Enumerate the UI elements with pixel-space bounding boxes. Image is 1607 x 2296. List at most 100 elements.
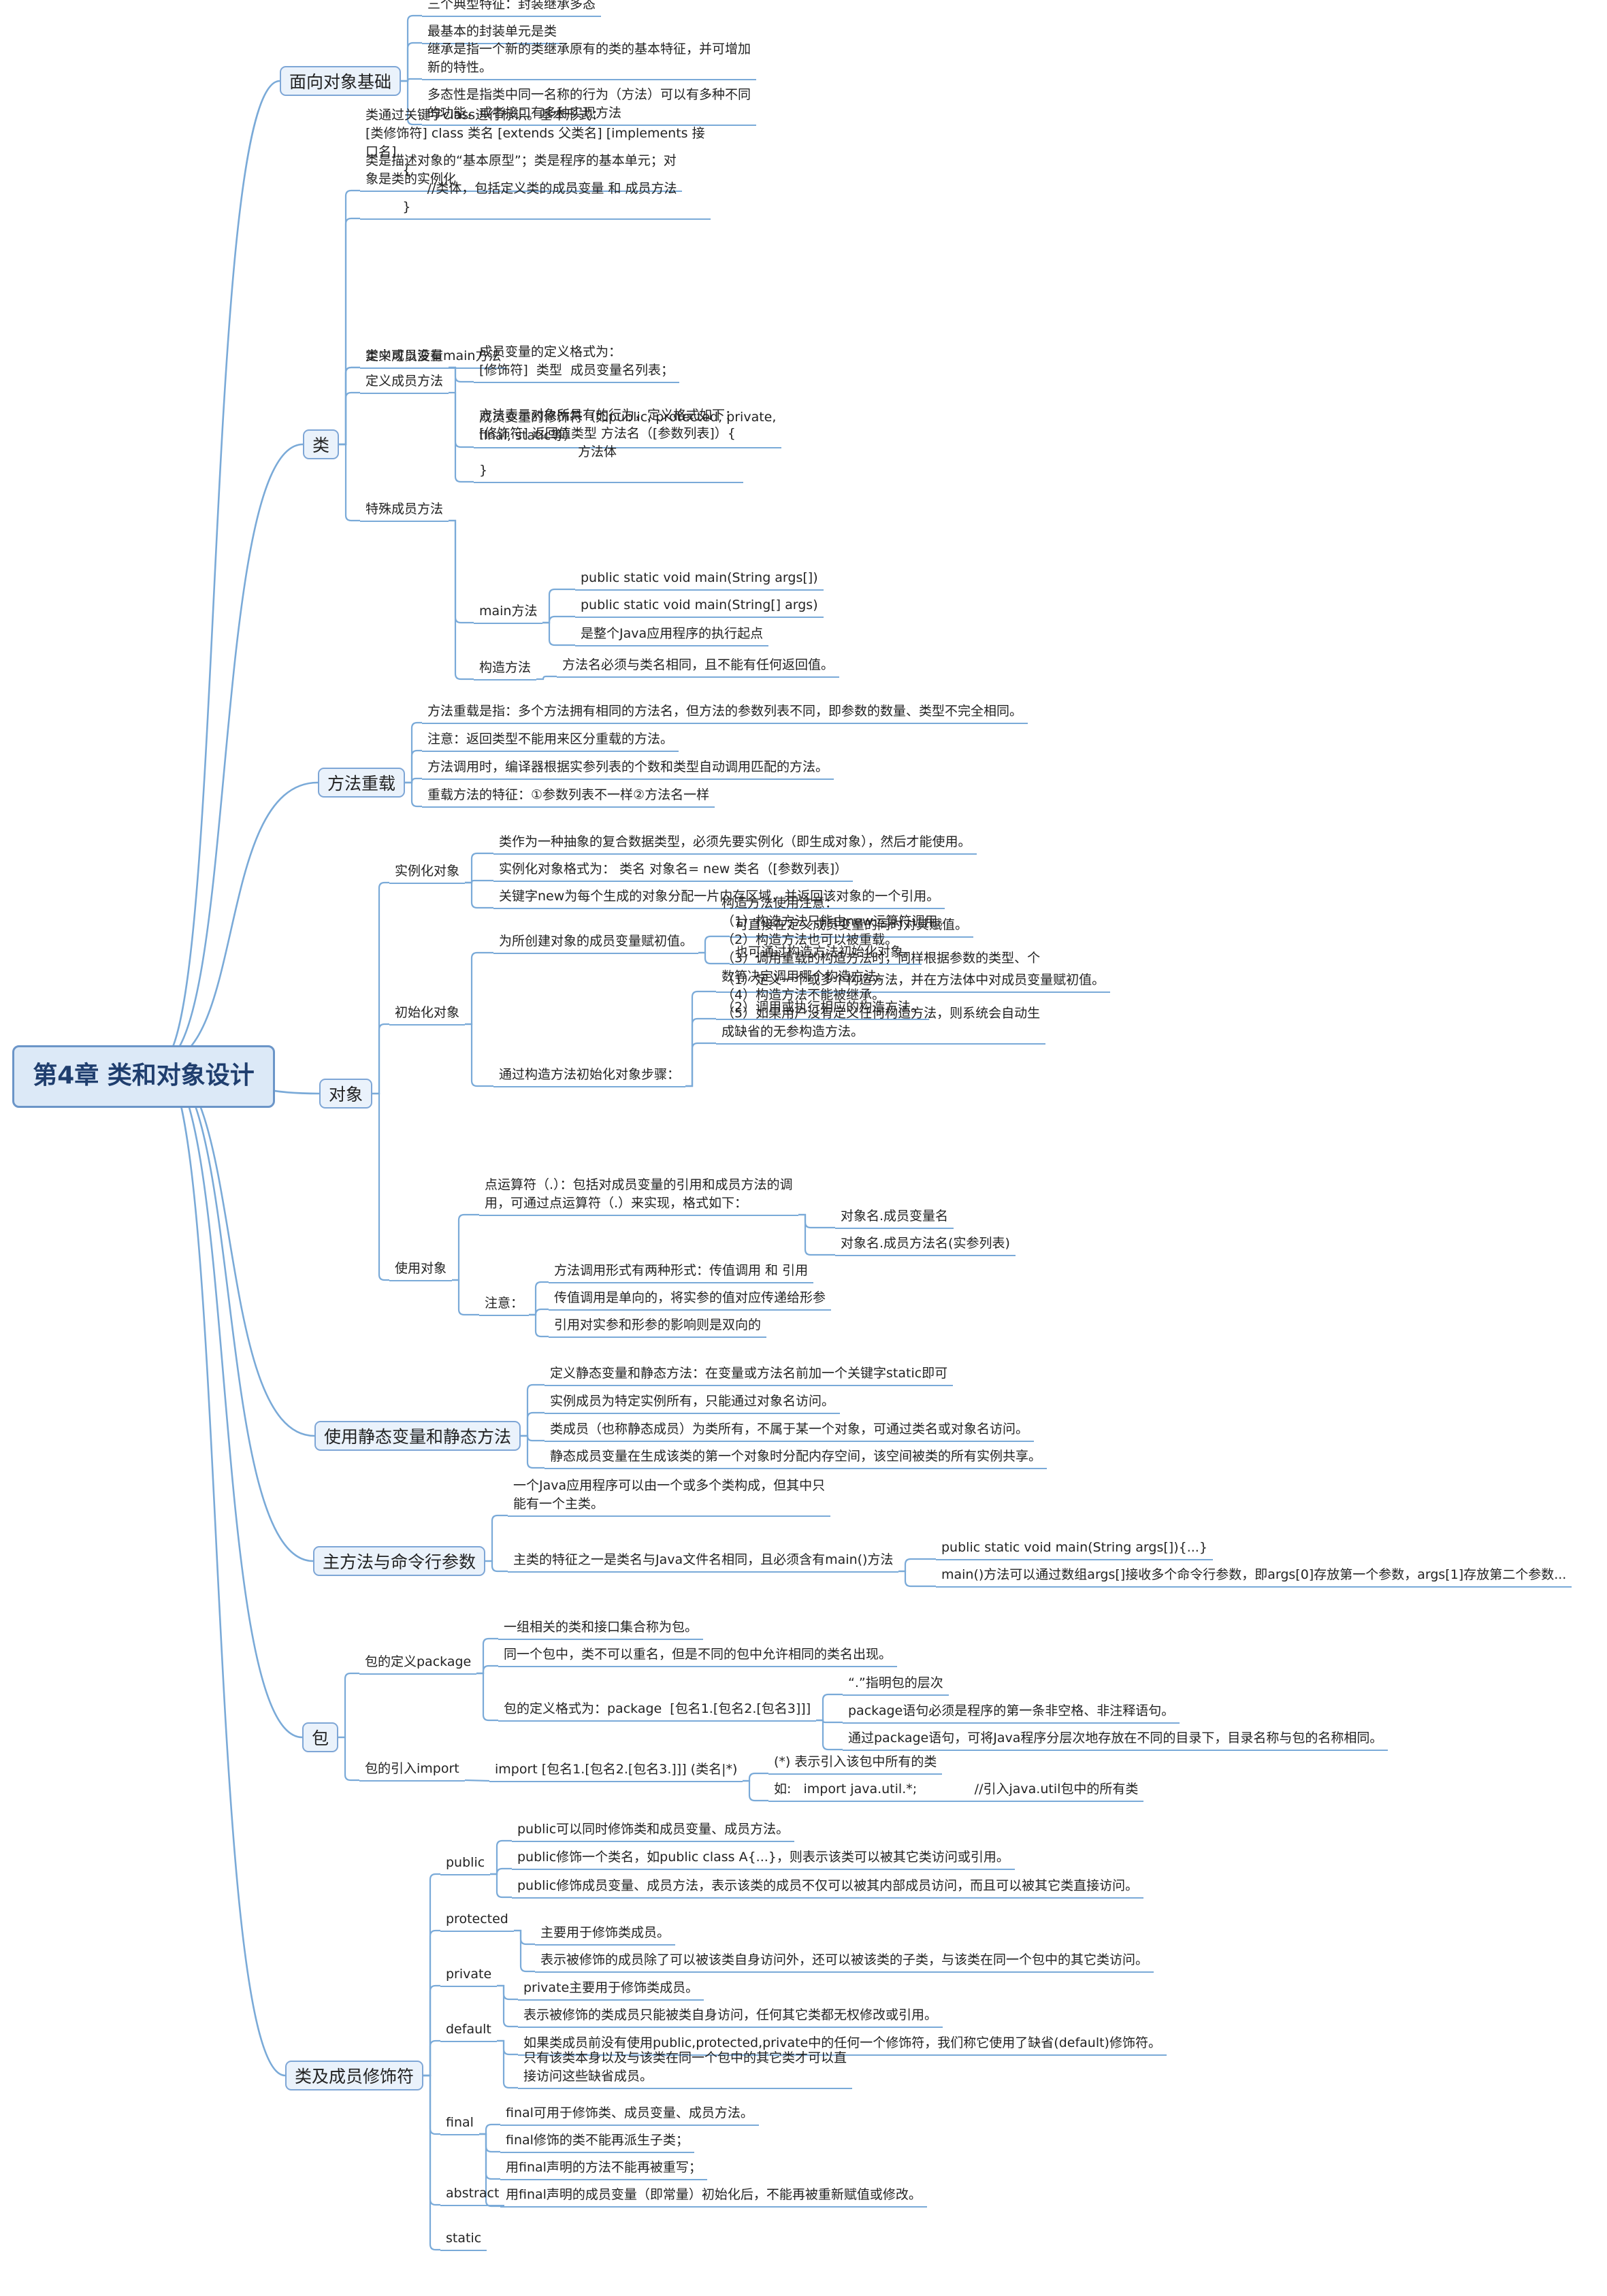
map-node[interactable]: 是整个Java应用程序的执行起点	[581, 626, 764, 641]
map-node[interactable]: 三个典型特征：封装继承多态	[427, 0, 596, 12]
map-node[interactable]: 方法名必须与类名相同，且不能有任何返回值。	[562, 657, 834, 672]
map-node[interactable]: 类成员（也称静态成员）为类所有，不属于某一个对象，可通过类名或对象名访问。	[550, 1422, 1029, 1437]
map-node[interactable]: 方法表示对象所具有的行为，定义格式如下： [修饰符] 返回值类型 方法名（[参数…	[479, 408, 738, 478]
node-underline	[835, 1228, 954, 1229]
map-node[interactable]: 方法重载是指：多个方法拥有相同的方法名，但方法的参数列表不同，即参数的数量、类型…	[427, 704, 1023, 719]
map-node[interactable]: public static void main(String[] args)	[581, 597, 818, 612]
map-node[interactable]: 一组相关的类和接口集合称为包。	[504, 1620, 698, 1635]
map-node[interactable]: 也可通过构造方法初始化对象。	[735, 945, 917, 960]
map-node[interactable]: public static void main(String args[]){.…	[941, 1540, 1207, 1555]
map-node[interactable]: 实例成员为特定实例所有，只能通过对象名访问。	[550, 1394, 835, 1409]
map-node[interactable]: 主类的特征之一是类名与Java文件名相同，且必须含有main()方法	[513, 1552, 894, 1567]
map-node[interactable]: (*) 表示引入该包中所有的类	[774, 1754, 937, 1769]
map-node[interactable]: 方法调用形式有两种形式：传值调用 和 引用	[554, 1263, 809, 1278]
map-node[interactable]: final可用于修饰类、成员变量、成员方法。	[506, 2105, 753, 2120]
branch-topic[interactable]: 面向对象基础	[280, 66, 402, 96]
map-node[interactable]: 构造方法使用注意： （1）构造方法只能由new运算符调用。 （2）构造方法也可以…	[721, 896, 1041, 1039]
map-node[interactable]: public修饰成员变量、成员方法，表示该类的成员不仅可以被其内部成员访问，而且…	[517, 1878, 1139, 1893]
map-node[interactable]: 构造方法	[479, 660, 532, 675]
map-node[interactable]: 对象名.成员方法名(实参列表)	[841, 1236, 1010, 1251]
child-connector	[464, 1779, 490, 1782]
map-node[interactable]: public修饰一个类名，如public class A{...}，则表示该类可…	[517, 1850, 1009, 1865]
map-node[interactable]: 包的引入import	[365, 1761, 459, 1776]
map-node[interactable]: protected	[446, 1912, 508, 1926]
child-connector	[816, 1719, 843, 1751]
map-node[interactable]: private主要用于修饰类成员。	[523, 1980, 699, 1995]
map-node[interactable]: 点运算符（.）：包括对成员变量的引用和成员方法的调 用，可通过点运算符（.）来实…	[485, 1177, 793, 1211]
map-node[interactable]: 为所创建对象的成员变量赋初值。	[499, 934, 694, 949]
map-node[interactable]: 传值调用是单向的，将实参的值对应传递给形参	[554, 1290, 826, 1305]
map-node[interactable]: “.”指明包的层次	[848, 1675, 943, 1690]
map-node[interactable]: 只有该类本身以及与该类在同一个包中的其它类才可以直 接访问这些缺省成员。	[523, 2050, 847, 2084]
map-node[interactable]: 可直接在定义成员变量的同时对其赋值。	[735, 917, 969, 932]
branch-topic[interactable]: 主方法与命令行参数	[313, 1546, 486, 1576]
map-node[interactable]: 通过package语句，可将Java程序分层次地存放在不同的目录下，目录名称与包…	[848, 1731, 1383, 1745]
map-node[interactable]: public	[446, 1855, 485, 1870]
map-node[interactable]: 成员变量的修饰符（如public, protected, private, fi…	[479, 410, 777, 443]
node-underline	[730, 964, 922, 965]
map-node[interactable]: 包的定义格式为：package [包名1.[包名2.[包名3]]]	[504, 1701, 811, 1716]
map-node[interactable]: 类通过关键字class进行标识。基本形式： [类修饰符] class 类名 [e…	[366, 108, 705, 214]
map-node[interactable]: 如: import java.util.*; //引入java.util包中的所…	[774, 1782, 1139, 1797]
map-node[interactable]: 注意：返回类型不能用来区分重载的方法。	[427, 732, 674, 747]
map-node[interactable]: 包的定义package	[365, 1654, 472, 1669]
map-node[interactable]: abstract	[446, 2186, 500, 2201]
map-node[interactable]: import [包名1.[包名2.[包名3.]]] (类名|*)	[495, 1762, 738, 1777]
map-node[interactable]: 关键字new为每个生成的对象分配一片内存区域，并返回该对象的一个引用。	[499, 889, 940, 904]
map-node[interactable]: 定义成员方法	[366, 374, 444, 389]
root-topic[interactable]: 第4章 类和对象设计	[12, 1045, 275, 1108]
map-node[interactable]: 多态性是指类中同一名称的行为（方法）可以有多种不同 的功能，或者接口有多种实现方…	[427, 87, 751, 120]
map-node[interactable]: 定义静态变量和静态方法：在变量或方法名前加一个关键字static即可	[550, 1366, 948, 1381]
map-node[interactable]: 方法调用时，编译器根据实参列表的个数和类型自动调用匹配的方法。	[427, 759, 829, 774]
map-node[interactable]: 用final声明的成员变量（即常量）初始化后，不能再被重新赋值或修改。	[506, 2187, 922, 2202]
node-underline	[440, 1874, 490, 1875]
map-node[interactable]: 特殊成员方法	[366, 502, 444, 516]
map-node[interactable]: 使用对象	[395, 1261, 447, 1276]
map-node[interactable]: 实例化对象	[395, 864, 460, 879]
child-connector	[405, 721, 422, 784]
map-node[interactable]: 同一个包中，类不可以重名，但是不同的包中允许相同的类名出现。	[504, 1647, 892, 1662]
branch-topic[interactable]: 对象	[319, 1079, 373, 1109]
map-node[interactable]: public static void main(String args[])	[581, 570, 818, 585]
node-underline	[936, 1559, 1213, 1560]
map-node[interactable]: 最基本的封装单元是类	[427, 24, 557, 39]
map-node[interactable]: 注意：	[485, 1296, 524, 1311]
map-node[interactable]: default	[446, 2022, 491, 2037]
map-node[interactable]: 表示被修饰的类成员只能被类自身访问，任何其它类都无权修改或引用。	[523, 2007, 938, 2022]
map-node[interactable]: 通过构造方法初始化对象步骤：	[499, 1067, 681, 1082]
map-node[interactable]: 主要用于修饰类成员。	[540, 1925, 670, 1940]
branch-topic[interactable]: 方法重载	[318, 768, 406, 798]
map-node[interactable]: 继承是指一个新的类继承原有的类的基本特征，并可增加 新的特性。	[427, 42, 751, 75]
map-node[interactable]: 实例化对象格式为： 类名 对象名= new 类名（[参数列表]）	[499, 862, 848, 876]
map-node[interactable]: 引用对实参和形参的影响则是双向的	[554, 1317, 762, 1332]
node-underline	[843, 1750, 1388, 1751]
map-node[interactable]: 类中可以没有main方法	[366, 348, 502, 363]
map-node[interactable]: package语句必须是程序的第一条非空格、非注释语句。	[848, 1703, 1175, 1718]
map-node[interactable]: main()方法可以通过数组args[]接收多个命令行参数，即args[0]存放…	[941, 1567, 1567, 1582]
map-node[interactable]: public可以同时修饰类和成员变量、成员方法。	[517, 1822, 790, 1837]
map-node[interactable]: private	[446, 1967, 492, 1982]
branch-topic[interactable]: 类	[303, 429, 340, 459]
map-node[interactable]: （2）调用或执行相应的构造方法。	[721, 1000, 924, 1015]
map-node[interactable]: final	[446, 2115, 474, 2130]
map-node[interactable]: 类是描述对象的“基本原型”；类是程序的基本单元；对 象是类的实例化	[366, 153, 677, 186]
node-underline	[545, 1413, 840, 1414]
map-node[interactable]: 用final声明的方法不能再被重写；	[506, 2160, 702, 2175]
map-node[interactable]: （1）定义一个或多个构造方法，并在方法体中对成员变量赋初值。	[721, 972, 1105, 987]
map-node[interactable]: 初始化对象	[395, 1005, 460, 1020]
map-node[interactable]: 表示被修饰的成员除了可以被该类自身访问外，还可以被该类的子类，与该类在同一个包中…	[540, 1952, 1149, 1967]
branch-topic[interactable]: 类及成员修饰符	[285, 2061, 424, 2090]
map-node[interactable]: 如果类成员前没有使用public,protected,private中的任何一个…	[523, 2035, 1161, 2050]
map-node[interactable]: 对象名.成员变量名	[841, 1209, 949, 1224]
map-node[interactable]: 一个Java应用程序可以由一个或多个类构成，但其中只 能有一个主类。	[513, 1478, 826, 1511]
map-node[interactable]: 成员变量的定义格式为： [修饰符] 类型 成员变量名列表；	[479, 344, 674, 378]
map-node[interactable]: 定义成员变量	[366, 348, 444, 363]
map-node[interactable]: static	[446, 2231, 482, 2246]
branch-topic[interactable]: 使用静态变量和静态方法	[314, 1421, 521, 1451]
map-node[interactable]: 静态成员变量在生成该类的第一个对象时分配内存空间，该空间被类的所有实例共享。	[550, 1449, 1042, 1464]
map-node[interactable]: main方法	[479, 604, 538, 619]
map-node[interactable]: 重载方法的特征：①参数列表不一样②方法名一样	[427, 787, 710, 802]
map-node[interactable]: 类作为一种抽象的复合数据类型，必须先要实例化（即生成对象），然后才能使用。	[499, 834, 971, 849]
branch-topic[interactable]: 包	[302, 1722, 339, 1752]
map-node[interactable]: final修饰的类不能再派生子类；	[506, 2133, 689, 2148]
